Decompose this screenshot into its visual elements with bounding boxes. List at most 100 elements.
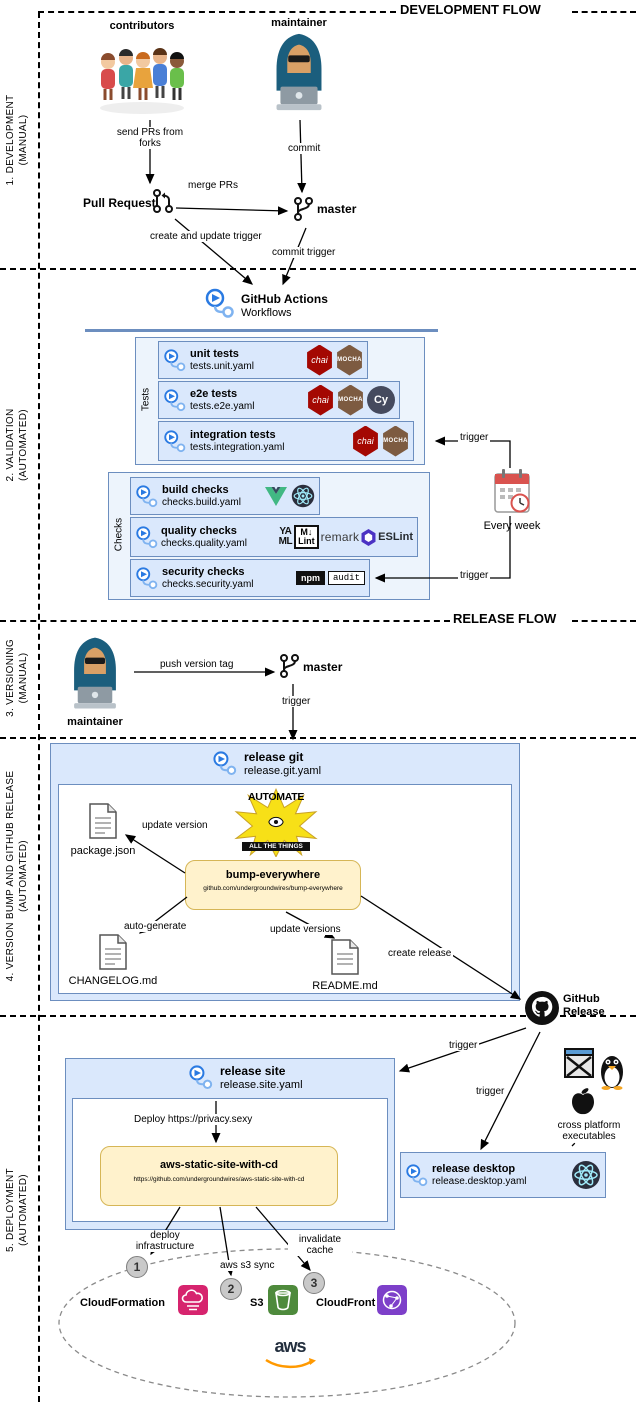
meme-bottom-text: ALL THE THINGS xyxy=(242,842,310,851)
github-actions-icon xyxy=(213,751,237,775)
github-release-icon xyxy=(525,991,559,1025)
workflow-file: checks.build.yaml xyxy=(162,496,241,508)
mdlint-text-1: M↓ xyxy=(300,527,313,537)
chai-icon: chai xyxy=(308,384,333,416)
commit-trigger-label: commit trigger xyxy=(270,247,338,258)
yaml-text-2: ML xyxy=(278,536,293,547)
rail-deployment-line1: 5. DEPLOYMENT xyxy=(5,1168,16,1252)
cypress-text: Cy xyxy=(373,394,389,406)
changelog-label: CHANGELOG.md xyxy=(68,975,158,987)
workflow-name: unit tests xyxy=(190,347,239,360)
readme-icon xyxy=(331,939,359,975)
rail-label-deployment: 5. DEPLOYMENT (AUTOMATED) xyxy=(0,1120,35,1300)
master-label: master xyxy=(317,202,357,216)
npm-audit-icon: audit xyxy=(327,571,365,585)
mocha-icon: MOCHA xyxy=(338,384,363,416)
workflow-file: checks.quality.yaml xyxy=(161,537,247,549)
weekly-schedule-icon xyxy=(494,469,530,513)
github-actions-icon xyxy=(164,389,186,412)
aws-logo: aws xyxy=(262,1336,318,1376)
github-actions-icon xyxy=(136,526,158,549)
contributors-label: contributors xyxy=(109,20,175,32)
cross-platform-label: cross platform executables xyxy=(546,1120,632,1142)
github-actions-subtitle: Workflows xyxy=(241,307,292,319)
workflow-name: security checks xyxy=(162,565,245,578)
chai-text: chai xyxy=(312,395,329,405)
contributors-image xyxy=(100,48,184,114)
workflow-name: build checks xyxy=(162,483,229,496)
s3-label: S3 xyxy=(250,1297,264,1309)
rail-label-validation: 2. VALIDATION (AUTOMATED) xyxy=(0,345,35,545)
push-version-tag-label: push version tag xyxy=(158,659,236,670)
master-release-label: master xyxy=(303,660,343,674)
github-actions-icon xyxy=(136,485,158,508)
aws-static-site-url: https://github.com/undergroundwires/aws-… xyxy=(133,1176,305,1183)
release-site-file: release.site.yaml xyxy=(220,1079,303,1091)
release-git-file: release.git.yaml xyxy=(244,765,322,777)
mocha-text: MOCHA xyxy=(337,357,362,363)
rail-label-version-bump: 4. VERSION BUMP AND GITHUB RELEASE (AUTO… xyxy=(0,741,35,1011)
step-3-badge: 3 xyxy=(303,1272,325,1294)
package-json-label: package.json xyxy=(70,845,136,857)
automate-all-the-things-meme: AUTOMATE ALL THE THINGS xyxy=(234,787,318,858)
bump-everywhere-box: bump-everywhere github.com/undergroundwi… xyxy=(185,860,361,910)
aws-static-site-title: aws-static-site-with-cd xyxy=(160,1159,278,1171)
invalidate-cache-label: invalidate cache xyxy=(288,1234,352,1256)
chai-text: chai xyxy=(311,355,328,365)
rail-versioning-line2: (MANUAL) xyxy=(18,652,29,704)
every-week-label: Every week xyxy=(483,520,541,532)
development-flow-title: DEVELOPMENT FLOW xyxy=(400,2,541,17)
development-flow-top-line xyxy=(38,11,396,13)
release-flow-line-right xyxy=(572,620,636,622)
master-branch-icon-release xyxy=(280,654,299,678)
create-update-trigger-label: create and update trigger xyxy=(148,231,264,242)
deploy-url-label: Deploy https://privacy.sexy xyxy=(132,1114,255,1125)
pull-request-icon xyxy=(153,189,173,213)
release-flow-line xyxy=(0,620,450,622)
aws-cloud-outline xyxy=(58,1248,516,1398)
electron-icon xyxy=(291,484,315,508)
package-json-icon xyxy=(89,803,117,839)
release-flow-title: RELEASE FLOW xyxy=(453,611,557,626)
aws-smile-icon xyxy=(265,1358,316,1369)
bump-everywhere-title: bump-everywhere xyxy=(225,869,321,881)
markdownlint-icon: M↓Lint xyxy=(294,525,319,549)
eslint-icon: ESLint xyxy=(361,528,413,546)
maintainer-image xyxy=(276,33,322,111)
rail-label-development: 1. DEVELOPMENT (MANUAL) xyxy=(0,50,35,230)
readme-label: README.md xyxy=(312,980,378,992)
rail-label-versioning: 3. VERSIONING (MANUAL) xyxy=(0,623,35,733)
rail-deployment-line2: (AUTOMATED) xyxy=(18,1174,29,1246)
maintainer-release-label: maintainer xyxy=(67,716,123,728)
eslint-text: ESLint xyxy=(378,531,413,543)
rail-versioning-line1: 3. VERSIONING xyxy=(5,639,16,717)
step-1-badge: 1 xyxy=(126,1256,148,1278)
cypress-icon: Cy xyxy=(367,386,395,414)
trigger-site-label: trigger xyxy=(447,1040,480,1051)
workflow-file: checks.security.yaml xyxy=(162,578,254,590)
auto-generate-label: auto-generate xyxy=(122,921,189,932)
chai-icon: chai xyxy=(307,344,332,376)
trigger-security-label: trigger xyxy=(458,570,491,581)
meme-top-text: AUTOMATE xyxy=(247,791,305,803)
rail-version-bump-line1: 4. VERSION BUMP AND GITHUB RELEASE xyxy=(5,770,16,982)
trigger-desktop-label: trigger xyxy=(474,1086,507,1097)
github-actions-icon xyxy=(189,1065,213,1089)
left-rail-divider xyxy=(38,12,40,1402)
workflow-file: release.desktop.yaml xyxy=(432,1175,527,1187)
eslint-hexagon xyxy=(361,528,376,546)
create-release-label: create release xyxy=(386,948,454,959)
workflow-name: quality checks xyxy=(161,524,237,537)
deploy-infrastructure-label: deploy infrastructure xyxy=(126,1230,204,1252)
remark-icon: remark xyxy=(320,530,360,544)
yaml-text-1: YA xyxy=(279,526,292,537)
workflow-name: integration tests xyxy=(190,428,276,441)
aws-static-site-box: aws-static-site-with-cd https://github.c… xyxy=(100,1146,338,1206)
step-2-badge: 2 xyxy=(220,1278,242,1300)
